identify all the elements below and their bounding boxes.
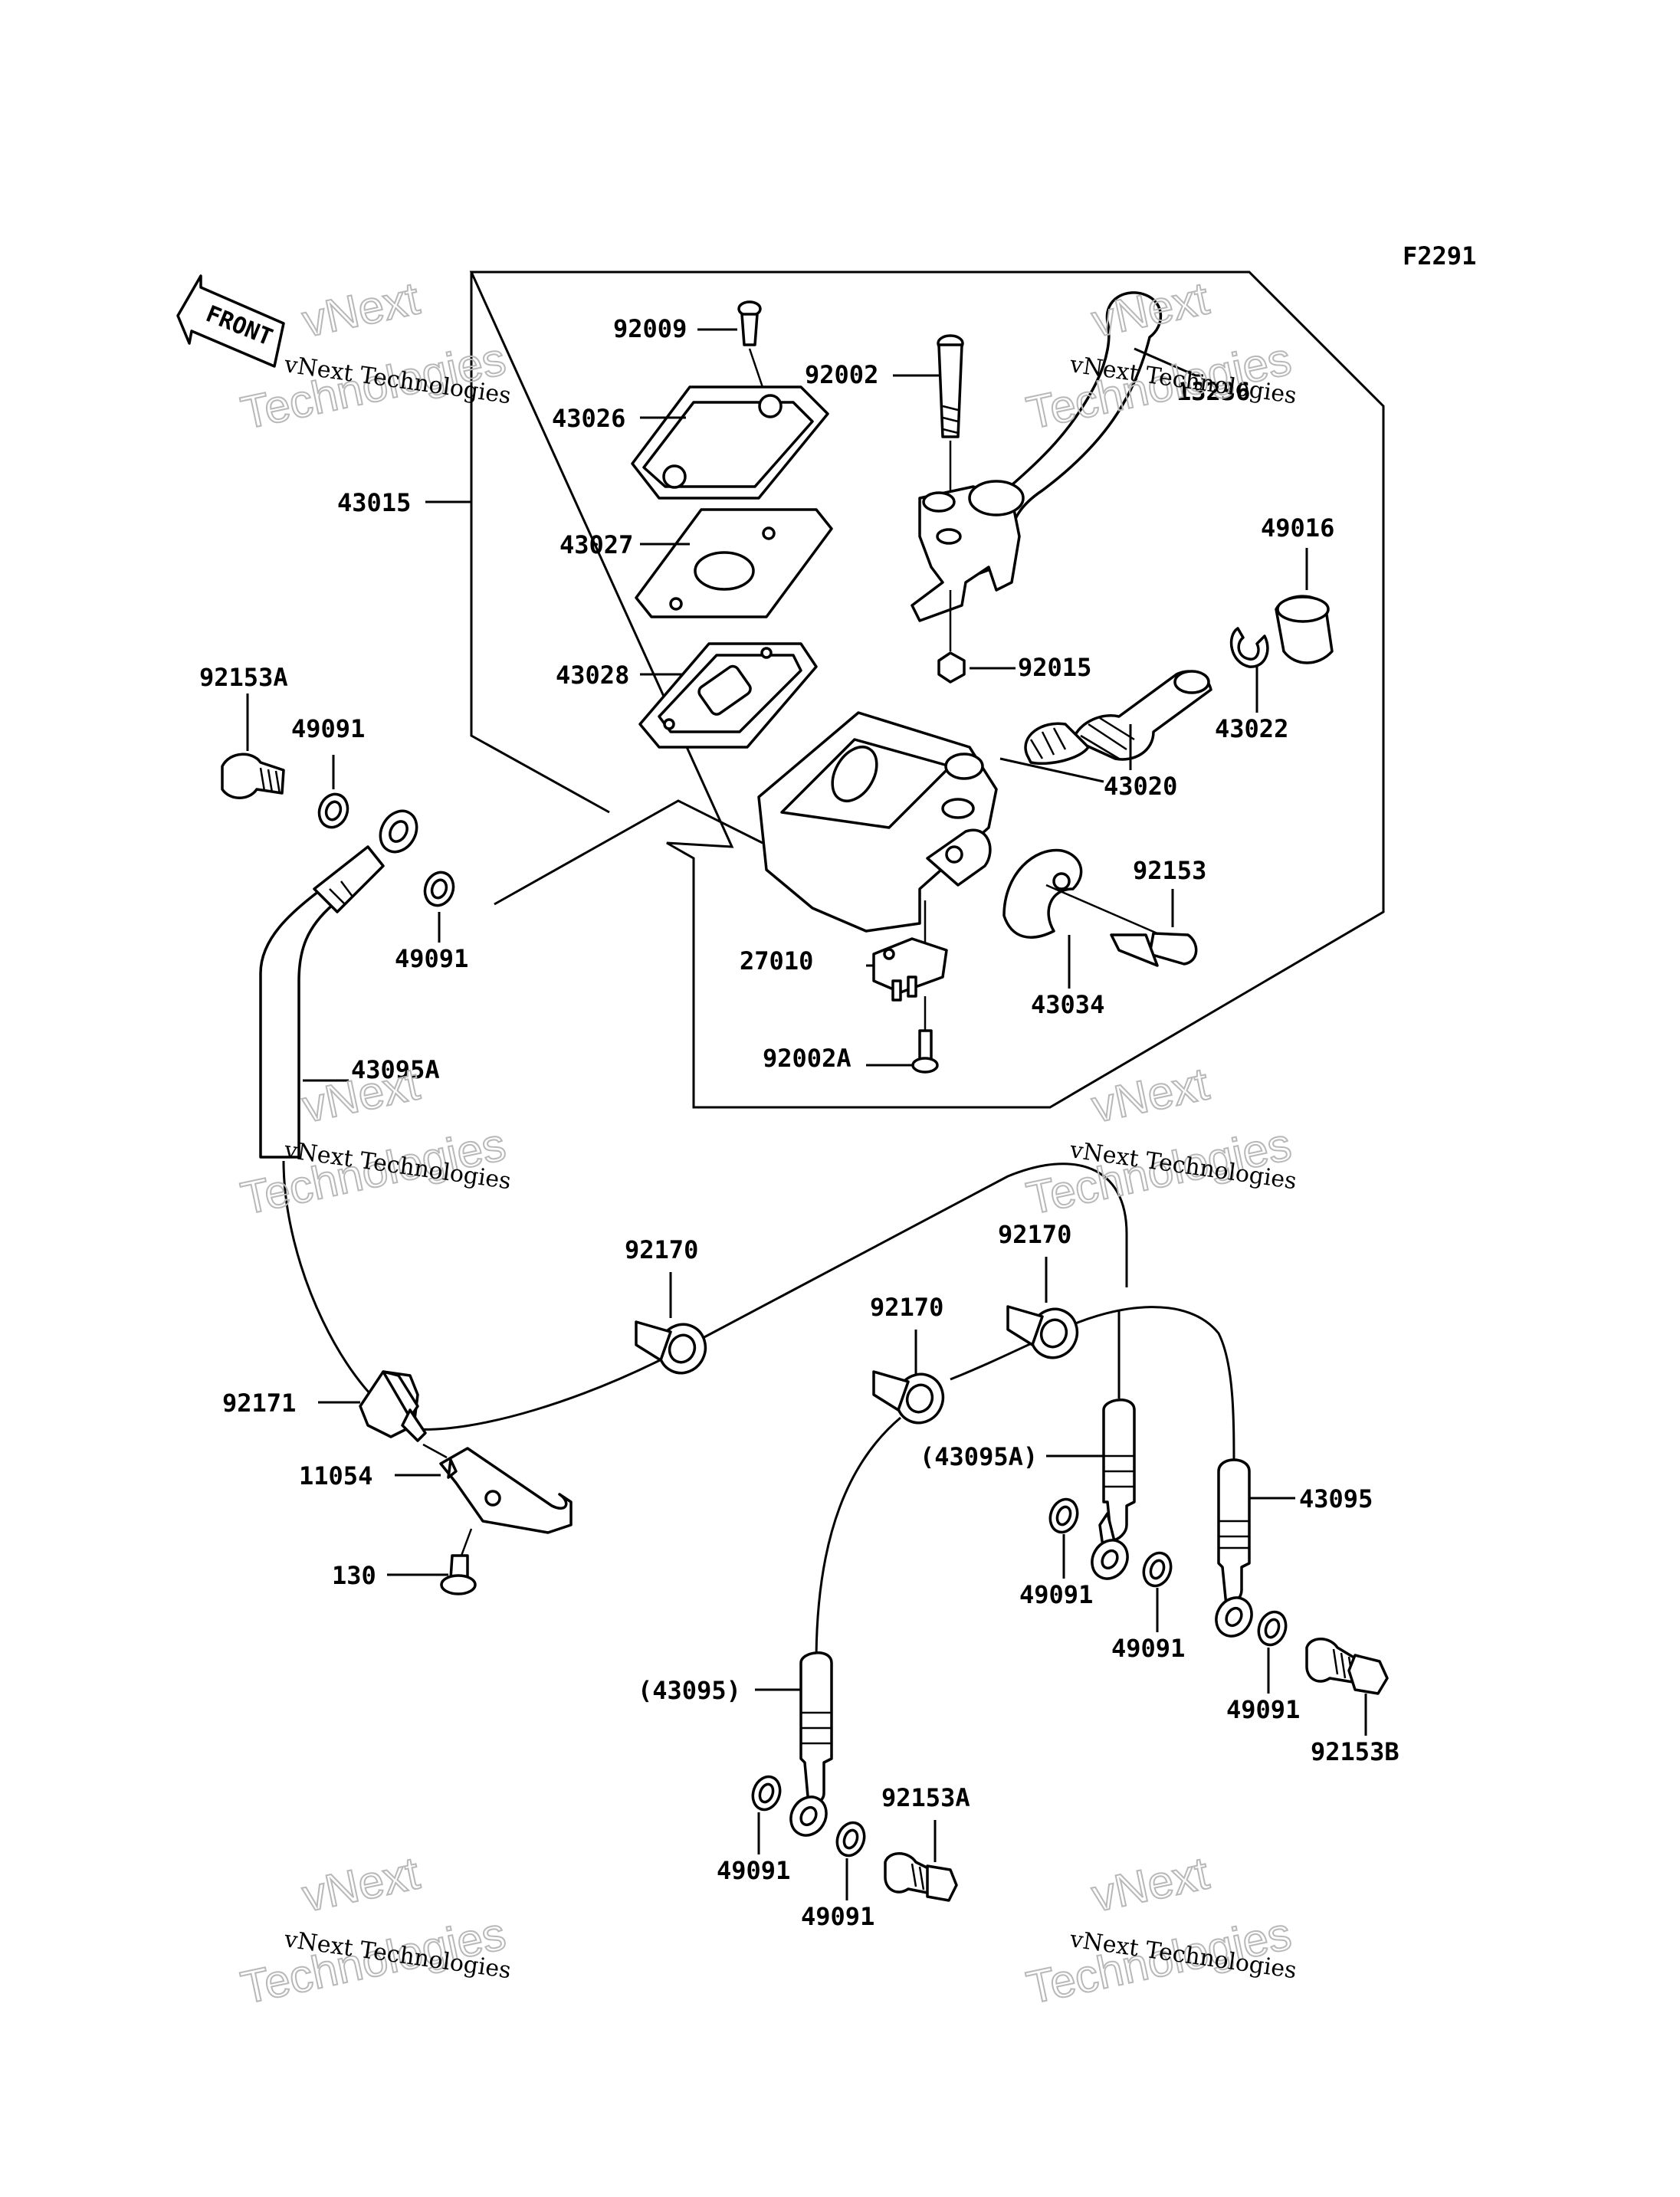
label-43034: 43034	[1031, 990, 1104, 1019]
figure-code: F2291	[1403, 241, 1476, 271]
label-43095A-paren: (43095A)	[920, 1442, 1038, 1471]
label-43026: 43026	[552, 404, 625, 433]
svg-text:vNext: vNext	[1088, 1847, 1213, 1921]
clamp-bolt-icon	[1045, 884, 1198, 967]
label-43095A: 43095A	[351, 1055, 440, 1084]
label-43095-paren: (43095)	[638, 1676, 741, 1705]
svg-text:vNext: vNext	[298, 1058, 424, 1132]
label-49091-r2: 49091	[1111, 1634, 1185, 1663]
diaphragm-plate	[635, 508, 833, 618]
banjo-bolt-icon	[1305, 1638, 1389, 1695]
handlebar-clamp	[1002, 848, 1083, 939]
label-43020: 43020	[1104, 772, 1177, 801]
label-49091-top2: 49091	[395, 944, 468, 973]
label-49016: 49016	[1261, 513, 1334, 543]
circlip-icon	[1229, 627, 1269, 668]
hose-clamp-icon	[635, 1320, 707, 1375]
label-92170-c: 92170	[870, 1293, 943, 1322]
front-arrow-icon: FRONT	[176, 274, 285, 368]
nut-icon	[937, 590, 966, 684]
screw-icon	[737, 300, 768, 399]
label-92170-b: 92170	[998, 1220, 1071, 1249]
brake-light-switch	[872, 900, 948, 1002]
label-92002A: 92002A	[763, 1044, 851, 1073]
label-49091-top1: 49091	[291, 714, 365, 743]
hose-clamp-icon	[1006, 1305, 1079, 1359]
brake-hose-right	[1215, 1458, 1253, 1638]
svg-text:vNext: vNext	[1088, 1058, 1213, 1132]
pivot-bolt-icon	[937, 334, 964, 490]
reservoir-cap	[631, 385, 829, 500]
label-43095: 43095	[1299, 1484, 1373, 1513]
dust-boot	[1275, 595, 1334, 664]
assembly-outline	[469, 271, 1385, 1109]
label-92015: 92015	[1018, 653, 1091, 682]
hose-clamp-icon	[872, 1370, 945, 1425]
svg-text:vNext: vNext	[298, 272, 424, 346]
brake-line	[815, 1416, 901, 1664]
label-43022: 43022	[1215, 714, 1288, 743]
label-130: 130	[332, 1561, 376, 1590]
label-92170-a: 92170	[625, 1235, 698, 1264]
svg-text:vNext: vNext	[298, 1847, 424, 1921]
master-cylinder-body	[757, 711, 998, 933]
switch-screw-icon	[911, 996, 939, 1074]
label-92153B: 92153B	[1311, 1737, 1399, 1766]
bracket-bolt-icon	[440, 1528, 477, 1595]
brake-line	[689, 1162, 1128, 1346]
label-49091-b2: 49091	[801, 1902, 874, 1931]
svg-text:vNext: vNext	[1088, 272, 1213, 346]
label-92153A-bot: 92153A	[881, 1783, 970, 1812]
watermark: vNext Technologies vNext Technologies	[1022, 1846, 1298, 2014]
label-49091-b1: 49091	[717, 1856, 790, 1885]
brake-hose-mid	[1091, 1399, 1136, 1580]
label-92153: 92153	[1133, 856, 1206, 885]
label-49091-r1: 49091	[1019, 1580, 1093, 1609]
assembly-outline-left	[470, 272, 610, 814]
label-43027: 43027	[559, 530, 633, 559]
banjo-bolt-icon	[884, 1852, 958, 1902]
brake-hose-upper	[259, 809, 418, 1159]
label-92002: 92002	[805, 360, 878, 389]
watermark: vNext Technologies vNext Technologies	[236, 271, 513, 439]
label-11054: 11054	[299, 1461, 372, 1490]
banjo-bolt-icon	[221, 753, 285, 799]
label-92171: 92171	[222, 1389, 296, 1418]
brake-lever	[911, 291, 1163, 622]
label-43015: 43015	[337, 488, 411, 517]
watermark: vNext Technologies vNext Technologies	[1022, 271, 1298, 439]
watermark: vNext Technologies vNext Technologies	[236, 1846, 513, 2014]
watermark: vNext Technologies vNext Technologies	[1022, 1057, 1298, 1225]
label-27010: 27010	[740, 946, 813, 976]
label-92153A-top: 92153A	[199, 663, 288, 692]
hose-joint	[359, 1370, 427, 1442]
label-49091-r3: 49091	[1226, 1695, 1300, 1724]
label-13236: 13236	[1176, 377, 1250, 406]
hose-bracket	[439, 1447, 573, 1534]
label-92009: 92009	[613, 314, 687, 343]
piston-assembly	[1024, 670, 1212, 766]
brake-hose-bottom	[789, 1651, 833, 1837]
brake-line	[1061, 1306, 1235, 1472]
label-43028: 43028	[556, 661, 629, 690]
diaphragm	[638, 642, 818, 749]
